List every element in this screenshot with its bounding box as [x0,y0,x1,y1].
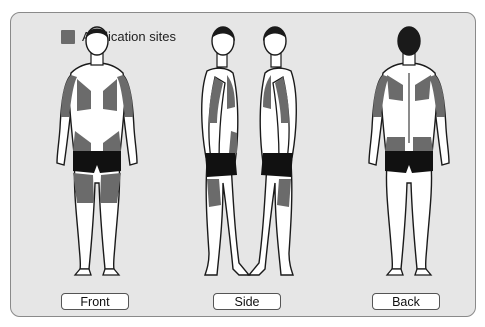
body-diagram [11,13,476,317]
front-view-button[interactable]: Front [61,293,129,310]
diagram-panel: Application sites [10,12,476,317]
side-view-button[interactable]: Side [213,293,281,310]
back-view-button[interactable]: Back [372,293,440,310]
